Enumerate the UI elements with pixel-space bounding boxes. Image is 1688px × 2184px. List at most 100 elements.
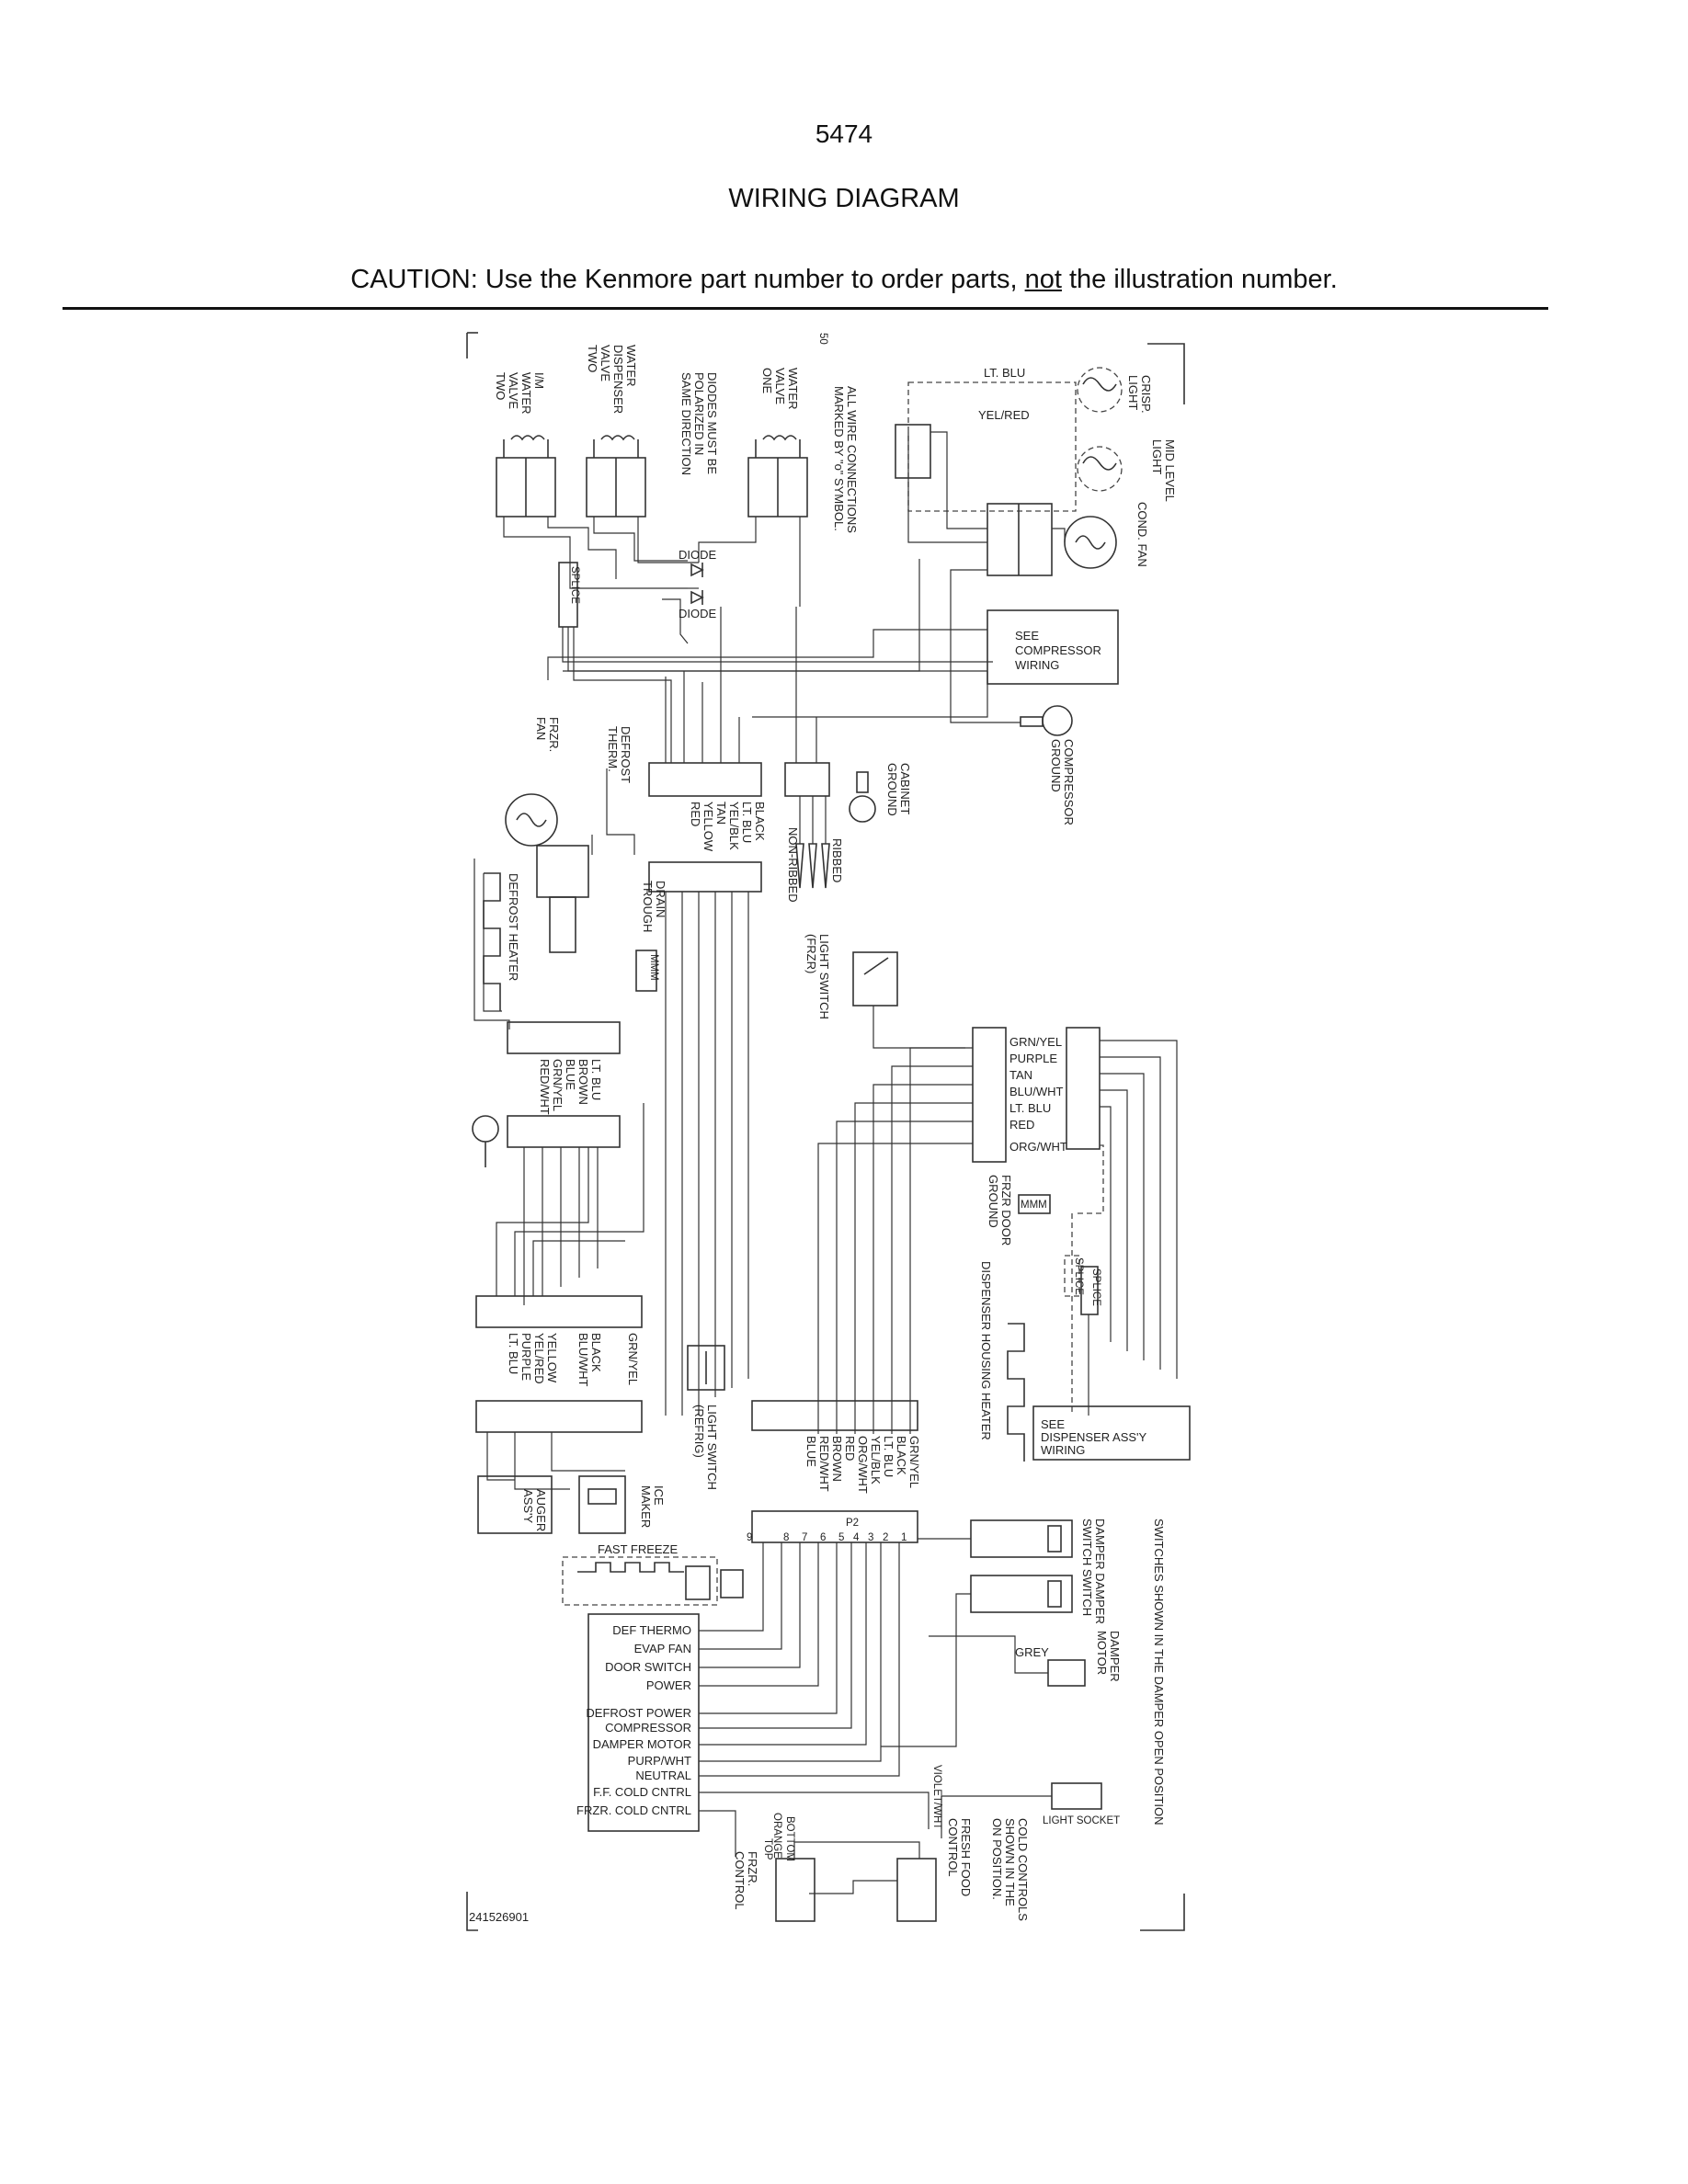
compressor-ground-line2: GROUND	[1049, 739, 1063, 792]
conn4-wire-7: BROWN	[830, 1436, 844, 1482]
crisp-light-line1: CRISP.	[1139, 375, 1153, 414]
im-valve-line2: WATER	[519, 372, 533, 415]
input-neutral: NEUTRAL	[635, 1769, 691, 1782]
cold-controls-note-line2: SHOWN IN THE	[1003, 1818, 1017, 1906]
all-wire-note-line1: ALL WIRE CONNECTIONS	[845, 386, 859, 533]
icemaker-line2: MAKER	[639, 1485, 653, 1528]
figure-id-text: 241526901	[469, 1910, 529, 1924]
disp-valve-line4: TWO	[586, 345, 599, 372]
door-wire-6: RED	[1009, 1118, 1034, 1132]
input-def-thermo: DEF THERMO	[612, 1623, 691, 1637]
yel-red-top-label: YEL/RED	[978, 408, 1030, 422]
conn4-wire-5: ORG/WHT	[856, 1436, 870, 1494]
conn4-wire-6: RED	[843, 1436, 857, 1461]
defrost-heater-label: DEFROST HEATER	[507, 873, 520, 981]
light-switch-frzr-line1: LIGHT SWITCH	[817, 934, 831, 1019]
diode-label-2: DIODE	[679, 607, 717, 620]
valve-labels: I/M WATER VALVE TWO WATER DISPENSER VALV…	[494, 333, 859, 533]
caution-note: CAUTION: Use the Kenmore part number to …	[0, 265, 1688, 295]
conn3-wire-3: BLU/WHT	[576, 1333, 590, 1387]
frzr-door-ground-line2: GROUND	[987, 1175, 1000, 1228]
splice-b-label: SPLICE	[1090, 1268, 1101, 1306]
disp-valve-line1: WATER	[624, 345, 638, 387]
frzr-fan-line1: FRZR.	[547, 717, 561, 752]
conn4-wire-2: BLACK	[895, 1436, 908, 1475]
diode-label-1: DIODE	[679, 548, 717, 562]
door-connector: GRN/YEL PURPLE TAN BLU/WHT LT. BLU RED O…	[817, 1027, 1178, 1434]
door-wire-4: BLU/WHT	[1009, 1085, 1064, 1098]
defrost-therm-line1: DEFROST	[619, 726, 633, 783]
door-wire-2: PURPLE	[1009, 1052, 1057, 1065]
drain-trough-coil: MMM	[648, 954, 659, 981]
page-number: 5474	[815, 119, 873, 148]
switches-note-text: SWITCHES SHOWN IN THE DAMPER OPEN POSITI…	[1152, 1519, 1166, 1825]
frzr-control-line2: CONTROL	[733, 1851, 747, 1910]
input-purp-wht: PURP/WHT	[628, 1754, 691, 1768]
see-dispenser-line2: DISPENSER ASS'Y	[1041, 1430, 1147, 1444]
conn1-wire-2: LT. BLU	[740, 802, 754, 843]
svg-text:I/M: I/M	[532, 372, 546, 389]
light-switch-frzr-line2: (FRZR)	[804, 934, 818, 973]
drain-trough-line1: DRAIN	[654, 881, 667, 917]
water-valve-one	[747, 435, 808, 518]
ribbed-pins: RIBBED NON-RIBBED CABINET GROUND	[786, 763, 912, 903]
p2-pin-3: 3	[868, 1532, 873, 1543]
damper-assembly: DAMPER DAMPER SWITCH SWITCH GREY DAMPER …	[881, 1519, 1122, 1747]
cabinet-ground-line2: GROUND	[885, 763, 899, 816]
frzr-fan-line2: FAN	[534, 717, 548, 740]
disp-valve-line2: DISPENSER	[611, 345, 625, 414]
see-compressor-box: SEE COMPRESSOR WIRING	[547, 609, 1119, 685]
orange-label: ORANGE	[771, 1813, 782, 1859]
conn2-wire-3: BLUE	[564, 1059, 577, 1090]
switches-note: SWITCHES SHOWN IN THE DAMPER OPEN POSITI…	[1152, 1519, 1166, 1825]
conn4-wire-1: GRN/YEL	[907, 1436, 921, 1488]
conn1-wire-5: YELLOW	[701, 802, 715, 852]
ff-control-line1: FRESH FOOD	[959, 1818, 973, 1896]
fast-freeze: FAST FREEZE	[562, 1542, 744, 1606]
p2-pin-1: 1	[901, 1532, 907, 1543]
conn1-wire-3: YEL/BLK	[727, 802, 741, 850]
frzr-control-line1: FRZR.	[746, 1851, 759, 1886]
compressor-ground-line1: COMPRESSOR	[1062, 739, 1076, 825]
p2-pin-2: 2	[883, 1532, 888, 1543]
light-socket: LIGHT SOCKET	[941, 1782, 1120, 1838]
diodes-note-line2: POLARIZED IN	[692, 372, 706, 455]
disp-valve-line3: VALVE	[599, 345, 612, 381]
door-wire-1: GRN/YEL	[1009, 1035, 1062, 1049]
caution-emphasis: not	[1024, 265, 1062, 294]
see-dispenser-box: SEE DISPENSER ASS'Y WIRING	[1032, 1405, 1191, 1461]
im-valve-line3: VALVE	[507, 372, 520, 409]
light-switch-refrig-line2: (REFRIG)	[692, 1405, 706, 1458]
p2-pin-7: 7	[802, 1532, 807, 1543]
header-rule	[63, 307, 1548, 310]
conn1-wire-4: TAN	[714, 802, 728, 825]
light-switch-frzr: LIGHT SWITCH (FRZR)	[804, 934, 965, 1049]
defrost-therm-line2: THERM.	[606, 726, 620, 772]
diodes: DIODE DIODE	[679, 548, 717, 620]
diodes-note-line3: SAME DIRECTION	[679, 372, 693, 475]
compressor-ground: COMPRESSOR GROUND	[950, 569, 1076, 825]
cabinet-ground-line1: CABINET	[898, 763, 912, 814]
main-trunk-wires	[665, 892, 749, 1416]
lt-blu-top-label: LT. BLU	[984, 366, 1025, 380]
dispenser-heater-label: DISPENSER HOUSING HEATER	[979, 1261, 993, 1440]
p2-pin-6: 6	[820, 1532, 826, 1543]
bottom-label: BOTTOM	[784, 1816, 795, 1861]
frzr-door-ground-line1: FRZR DOOR	[999, 1175, 1013, 1246]
see-compressor-line3: WIRING	[1015, 658, 1059, 672]
violet-wht-label: VIOLET/WHT	[931, 1765, 942, 1829]
p2-pin-5: 5	[838, 1532, 844, 1543]
see-dispenser-line3: WIRING	[1041, 1443, 1085, 1457]
conn3-wire-1: GRN/YEL	[626, 1333, 640, 1385]
lights-and-fan: LT. BLU YEL/RED CRISP. LIGHT MID LEVEL L…	[895, 366, 1177, 576]
conn1-wire-6: RED	[689, 802, 702, 826]
connector-1: BLACK LT. BLU YEL/BLK TAN YELLOW RED	[648, 607, 988, 893]
im-valve-line4: TWO	[494, 372, 508, 400]
input-evap-fan: EVAP FAN	[634, 1642, 691, 1655]
p2-label: P2	[846, 1518, 859, 1529]
mid-light-line1: MID LEVEL	[1163, 439, 1177, 502]
valve-one-line3: ONE	[760, 368, 774, 394]
input-defrost-power: DEFROST POWER	[586, 1706, 691, 1720]
door-wire-5: LT. BLU	[1009, 1101, 1051, 1115]
